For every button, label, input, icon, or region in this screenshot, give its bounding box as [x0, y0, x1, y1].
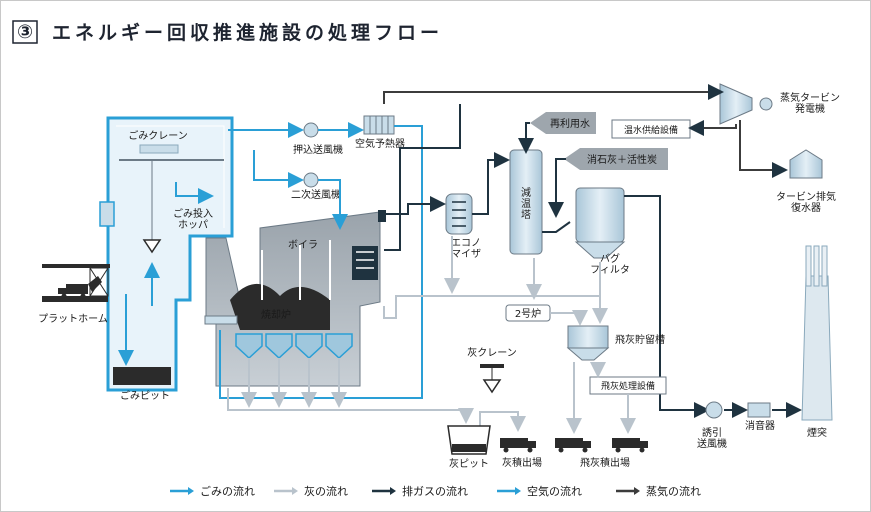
lime-carbon-arrow — [564, 148, 668, 170]
secondary-fan-label: 二次送風機 — [291, 188, 341, 201]
ash-shipping-label: 灰積出場 — [502, 456, 542, 469]
incinerator-boiler: ボイラ 焼却炉 — [204, 210, 386, 387]
garbage-flow-lines — [118, 182, 214, 366]
induced-fan-label: 誘引送風機 — [697, 426, 727, 450]
legend-arrowhead — [515, 487, 521, 495]
furnace2-label: 2号炉 — [515, 308, 541, 320]
ash-grab-icon — [482, 379, 502, 394]
air-preheater-icon — [363, 115, 395, 135]
boiler-label: ボイラ — [288, 239, 318, 251]
crane-grab-icon — [142, 239, 162, 254]
economizer-icon — [445, 193, 473, 235]
page-title: エネルギー回収推進施設の処理フロー — [52, 21, 443, 44]
ash-crane-label: 灰クレーン — [467, 346, 517, 359]
legend-label: 蒸気の流れ — [646, 484, 701, 498]
legend-label: 排ガスの流れ — [402, 484, 468, 498]
hot-water-label: 温水供給設備 — [624, 124, 678, 136]
secondary-fan-icon — [303, 172, 319, 188]
reuse-water-arrow — [530, 112, 596, 134]
garbage-truck-icon — [58, 276, 102, 299]
fly-ash-tank-label: 飛灰貯留槽 — [615, 333, 665, 346]
title-block: ③ エネルギー回収推進施設の処理フロー — [12, 20, 443, 44]
truck-icon — [555, 438, 591, 453]
garbage-crane-label: ごみクレーン — [128, 129, 188, 142]
garbage-pit-building — [99, 116, 234, 392]
garbage-pile — [113, 367, 171, 385]
title-badge: ③ — [17, 21, 33, 43]
forced-draft-fan-label: 押込送風機 — [293, 143, 343, 156]
steam-turbine-icon — [719, 83, 753, 125]
legend-label: 灰の流れ — [304, 484, 348, 498]
reuse-water-label: 再利用水 — [550, 118, 590, 130]
title-badge-box — [12, 20, 38, 44]
exhaust-flow-lines — [384, 104, 802, 418]
forced-draft-fan-icon — [303, 122, 319, 138]
fly-ash-system: 2号炉 飛灰貯留槽 飛灰処理設備 — [505, 304, 667, 395]
legend-arrowhead — [390, 487, 396, 495]
generator-icon — [759, 97, 773, 111]
stack-label: 煙突 — [807, 426, 827, 439]
garbage-crane: ごみクレーン ごみ投入ホッパ — [119, 129, 224, 254]
ash-pit-area: 灰クレーン 灰ピット — [447, 346, 517, 470]
legend-label: ごみの流れ — [200, 484, 255, 498]
fly-ash-shipping-label: 飛灰積出場 — [580, 456, 630, 469]
silencer-icon — [747, 402, 771, 418]
air-system: 押込送風機 二次送風機 空気予熱器 — [219, 115, 423, 399]
legend-arrowhead — [634, 487, 640, 495]
garbage-hopper-label: ごみ投入ホッパ — [173, 207, 213, 231]
platform-label: プラットホーム — [38, 313, 108, 325]
air-preheater-label: 空気予熱器 — [355, 137, 405, 150]
reagent-inputs: 再利用水 消石灰＋活性炭 — [518, 112, 668, 218]
incinerator-label: 焼却炉 — [261, 309, 291, 321]
cooling-tower-label: 減温塔 — [521, 186, 531, 221]
ash-pit-label: 灰ピット — [449, 457, 489, 470]
exhaust-outlet: 誘引送風機 消音器 煙突 — [697, 245, 833, 450]
ash-flow-lines — [227, 236, 636, 434]
truck-icon — [612, 438, 648, 453]
fly-ash-treatment-label: 飛灰処理設備 — [601, 380, 655, 392]
platform: プラットホーム — [38, 264, 110, 325]
trucks — [500, 438, 648, 453]
induced-fan-icon — [705, 401, 723, 419]
condenser-label: タービン排気復水器 — [776, 190, 836, 214]
bag-filter-icon — [575, 187, 625, 243]
truck-icon — [500, 438, 536, 453]
silencer-label: 消音器 — [745, 419, 775, 432]
condenser-icon — [789, 149, 823, 179]
legend-arrowhead — [292, 487, 298, 495]
steam-turbine-label: 蒸気タービン発電機 — [780, 91, 840, 115]
legend-arrowhead — [188, 487, 194, 495]
stack-icon — [801, 245, 833, 421]
legend-label: 空気の流れ — [527, 484, 582, 498]
legend: ごみの流れ 灰の流れ 排ガスの流れ 空気の流れ 蒸気の流れ — [170, 484, 701, 498]
fly-ash-tank-icon — [567, 325, 609, 349]
economizer-label: エコノマイザ — [451, 238, 481, 260]
garbage-pit-label: ごみピット — [120, 389, 170, 402]
power-generation: 蒸気タービン発電機 温水供給設備 タービン排気復水器 — [383, 83, 840, 214]
lime-carbon-label: 消石灰＋活性炭 — [587, 153, 657, 166]
